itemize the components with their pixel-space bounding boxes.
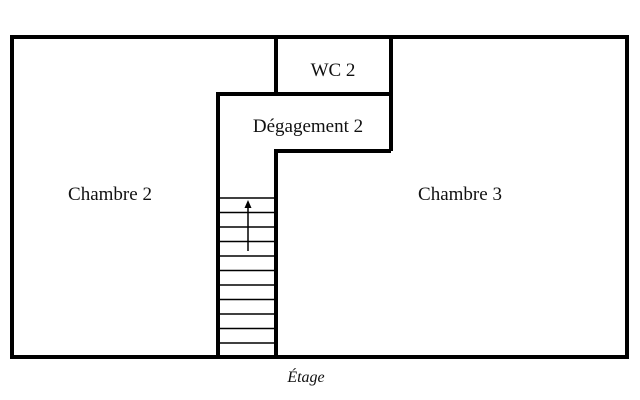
stair-arrow-icon xyxy=(244,200,252,251)
room-label-degagement: Dégagement 2 xyxy=(253,116,363,137)
staircase xyxy=(218,197,276,344)
outer-wall xyxy=(10,35,629,359)
floor-caption: Étage xyxy=(286,367,324,386)
room-label-chambre-3: Chambre 3 xyxy=(418,184,502,205)
room-label-wc: WC 2 xyxy=(311,60,356,81)
degagement-walls xyxy=(216,92,391,357)
room-label-chambre-2: Chambre 2 xyxy=(68,184,152,205)
